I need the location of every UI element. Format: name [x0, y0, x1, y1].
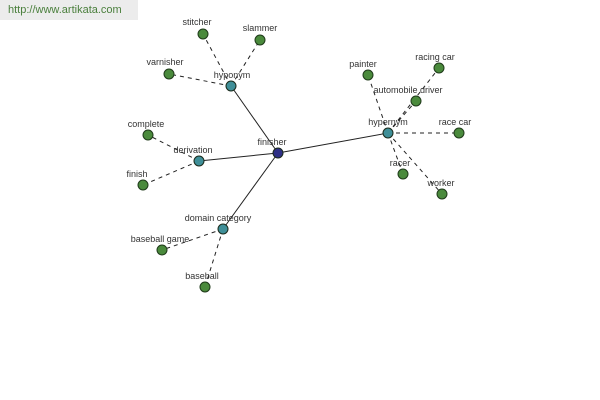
- word-label-racing-car[interactable]: racing car: [415, 52, 455, 62]
- edge-hypernym-worker: [387, 132, 443, 195]
- edge-hyponym-slammer: [230, 39, 261, 87]
- edge-derivation-complete: [147, 134, 200, 162]
- word-node-automobile-driver[interactable]: [410, 95, 422, 107]
- edge-hypernym: [277, 132, 389, 154]
- edge-hypernym-automobile-driver: [387, 100, 417, 134]
- word-label-stitcher[interactable]: stitcher: [182, 17, 211, 27]
- relation-label-domain-category[interactable]: domain category: [185, 213, 252, 223]
- site-url-link[interactable]: http://www.artikata.com: [0, 0, 138, 20]
- word-node-racing-car[interactable]: [433, 62, 445, 74]
- edge-domain-category: [222, 152, 279, 230]
- word-node-baseball[interactable]: [199, 281, 211, 293]
- relation-label-hypernym[interactable]: hypernym: [368, 117, 408, 127]
- word-node-baseball-game[interactable]: [156, 244, 168, 256]
- edge-domain-category-baseball-game: [161, 228, 224, 251]
- edge-hyponym-varnisher: [168, 73, 232, 87]
- relation-node-domain-category[interactable]: [217, 223, 229, 235]
- edge-hyponym-stitcher: [202, 33, 232, 87]
- word-label-varnisher[interactable]: varnisher: [146, 57, 183, 67]
- relation-node-hypernym[interactable]: [382, 127, 394, 139]
- word-node-finish[interactable]: [137, 179, 149, 191]
- word-label-slammer[interactable]: slammer: [243, 23, 278, 33]
- word-label-complete[interactable]: complete: [128, 119, 165, 129]
- relation-node-derivation[interactable]: [193, 155, 205, 167]
- center-label-finisher[interactable]: finisher: [257, 137, 286, 147]
- word-node-stitcher[interactable]: [197, 28, 209, 40]
- word-node-complete[interactable]: [142, 129, 154, 141]
- edge-derivation: [198, 152, 279, 162]
- relation-label-derivation[interactable]: derivation: [173, 145, 212, 155]
- word-node-varnisher[interactable]: [163, 68, 175, 80]
- word-node-worker[interactable]: [436, 188, 448, 200]
- word-label-painter[interactable]: painter: [349, 59, 377, 69]
- word-label-race-car[interactable]: race car: [439, 117, 472, 127]
- word-node-racer[interactable]: [397, 168, 409, 180]
- word-node-painter[interactable]: [362, 69, 374, 81]
- word-label-racer[interactable]: racer: [390, 158, 411, 168]
- edge-derivation-finish: [142, 160, 200, 186]
- word-label-automobile-driver[interactable]: automobile driver: [373, 85, 442, 95]
- edge-hypernym-painter: [367, 74, 389, 134]
- center-node-finisher[interactable]: [272, 147, 284, 159]
- edge-hyponym: [230, 85, 279, 154]
- relation-label-hyponym[interactable]: hyponym: [214, 70, 251, 80]
- word-label-baseball-game[interactable]: baseball game: [131, 234, 190, 244]
- edge-domain-category-baseball: [204, 228, 224, 288]
- word-label-finish[interactable]: finish: [126, 169, 147, 179]
- word-label-baseball[interactable]: baseball: [185, 271, 219, 281]
- relation-node-hyponym[interactable]: [225, 80, 237, 92]
- word-node-race-car[interactable]: [453, 127, 465, 139]
- word-node-slammer[interactable]: [254, 34, 266, 46]
- word-label-worker[interactable]: worker: [426, 178, 454, 188]
